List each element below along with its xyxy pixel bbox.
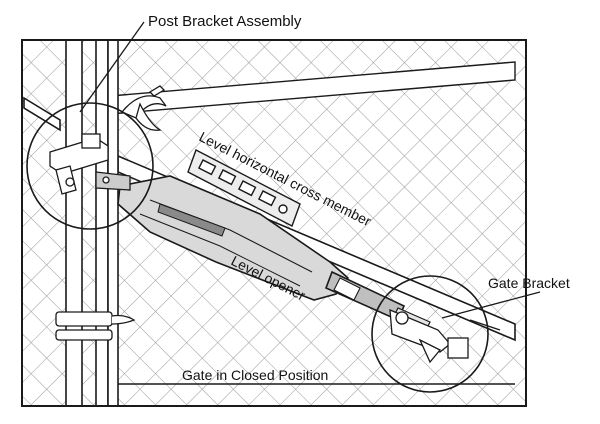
hinge-clamps bbox=[55, 311, 136, 341]
cross-member-plate bbox=[187, 149, 301, 227]
label-post-bracket-assembly: Post Bracket Assembly bbox=[148, 13, 302, 30]
gate-bracket-callout-circle bbox=[371, 275, 489, 393]
latch-hardware bbox=[120, 85, 167, 131]
post-bracket-assembly bbox=[49, 133, 131, 195]
leader-lines bbox=[79, 21, 541, 319]
label-gate-closed: Gate in Closed Position bbox=[182, 367, 328, 383]
label-gate-bracket: Gate Bracket bbox=[488, 275, 570, 291]
gate-bracket bbox=[389, 308, 501, 364]
diagram-frame bbox=[21, 39, 527, 407]
post-bracket-callout-circle bbox=[26, 102, 154, 230]
